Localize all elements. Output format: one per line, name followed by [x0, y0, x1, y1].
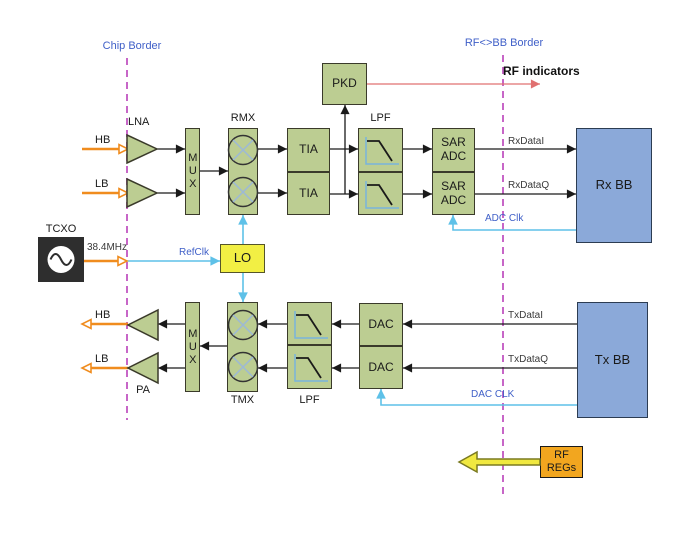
- pa-lb-icon: [126, 351, 159, 385]
- tmx-label: TMX: [230, 394, 255, 406]
- tia-q-block: TIA: [287, 172, 330, 215]
- mixer-icons: [227, 134, 259, 383]
- mux-tx-block: MUX: [185, 302, 200, 392]
- sar-adc-q-block: SAR ADC: [432, 172, 475, 215]
- clock-lines: [112, 215, 577, 406]
- lo-block: LO: [220, 244, 265, 273]
- lna-lb-icon: [126, 177, 159, 209]
- dac-q-label: DAC: [368, 359, 394, 374]
- pa-hb-icon: [126, 308, 159, 342]
- tia-i-label: TIA: [299, 142, 318, 157]
- lpf-curve-icon: [367, 140, 393, 162]
- pkd-block: PKD: [322, 63, 367, 105]
- mux-rx-label: MUX: [186, 152, 199, 191]
- lpf-axis-icon: [365, 137, 399, 165]
- lpf-curve-icon: [296, 314, 322, 336]
- ref-freq-label: 38.4MHz: [87, 242, 128, 253]
- tx-data-q-label: TxDataQ: [508, 354, 549, 365]
- rx-signal-lines: [157, 105, 576, 199]
- rx-bb-label: Rx BB: [595, 177, 633, 193]
- rx-data-q-label: RxDataQ: [508, 180, 550, 191]
- lpf-axis-icon: [294, 311, 328, 339]
- tx-data-i-label: TxDataI: [508, 310, 544, 321]
- rf-indicators-label: RF indicators: [503, 64, 580, 78]
- sar-adc-i-label: SAR ADC: [440, 135, 467, 163]
- dac-q-block: DAC: [359, 346, 403, 389]
- rfbb-border-label: RF<>BB Border: [464, 37, 544, 49]
- refclk-label: RefClk: [179, 247, 210, 258]
- lpf-axis-icon: [294, 354, 328, 382]
- dac-i-block: DAC: [359, 303, 403, 346]
- sar-adc-q-label: SAR ADC: [440, 178, 467, 207]
- rf-port-lines: [82, 147, 128, 370]
- lpf-curve-icon: [367, 184, 393, 206]
- lb-tx-label: LB: [95, 353, 109, 365]
- pa-label: PA: [136, 384, 150, 396]
- adc-clk-line: [448, 215, 576, 231]
- lpf-axis-icon: [365, 181, 399, 209]
- lpf-filter-icons: [294, 137, 399, 382]
- chip-border-label: Chip Border: [102, 40, 162, 52]
- sar-adc-i-block: SAR ADC: [432, 128, 475, 172]
- tia-q-label: TIA: [299, 185, 318, 200]
- rmx-label: RMX: [230, 112, 256, 124]
- tcxo-label: TCXO: [45, 223, 77, 235]
- lo-label: LO: [233, 250, 252, 266]
- adc-clk-label: ADC Clk: [485, 213, 524, 224]
- mux-rx-block: MUX: [185, 128, 200, 215]
- tia-i-block: TIA: [287, 128, 330, 172]
- tx-bb-block: Tx BB: [577, 302, 648, 418]
- hb-rx-label: HB: [95, 134, 111, 146]
- rf-regs-block: RF REGs: [540, 446, 583, 478]
- hb-tx-label: HB: [95, 309, 111, 321]
- lpf-tx-label: LPF: [299, 394, 320, 406]
- rx-bb-block: Rx BB: [576, 128, 652, 243]
- rx-data-i-label: RxDataI: [508, 136, 545, 147]
- dac-clk-label: DAC CLK: [471, 389, 515, 400]
- rf-port-arrowheads: [80, 143, 130, 374]
- tx-signal-lines: [158, 319, 577, 373]
- lna-hb-icon: [126, 133, 159, 165]
- tx-bb-label: Tx BB: [594, 351, 631, 367]
- dac-clk-line: [376, 388, 577, 406]
- lb-rx-label: LB: [95, 178, 109, 190]
- tcxo-oscillator-icon: [47, 246, 75, 273]
- rf-regs-arrow: [457, 450, 541, 474]
- dac-i-label: DAC: [368, 316, 394, 331]
- lna-label: LNA: [128, 116, 150, 128]
- pkd-label: PKD: [332, 76, 357, 91]
- mux-tx-label: MUX: [186, 327, 199, 367]
- amplifier-triangles: [126, 133, 159, 385]
- lpf-rx-label: LPF: [370, 112, 391, 124]
- rf-regs-label: RF REGs: [546, 449, 577, 474]
- lpf-curve-icon: [296, 357, 322, 379]
